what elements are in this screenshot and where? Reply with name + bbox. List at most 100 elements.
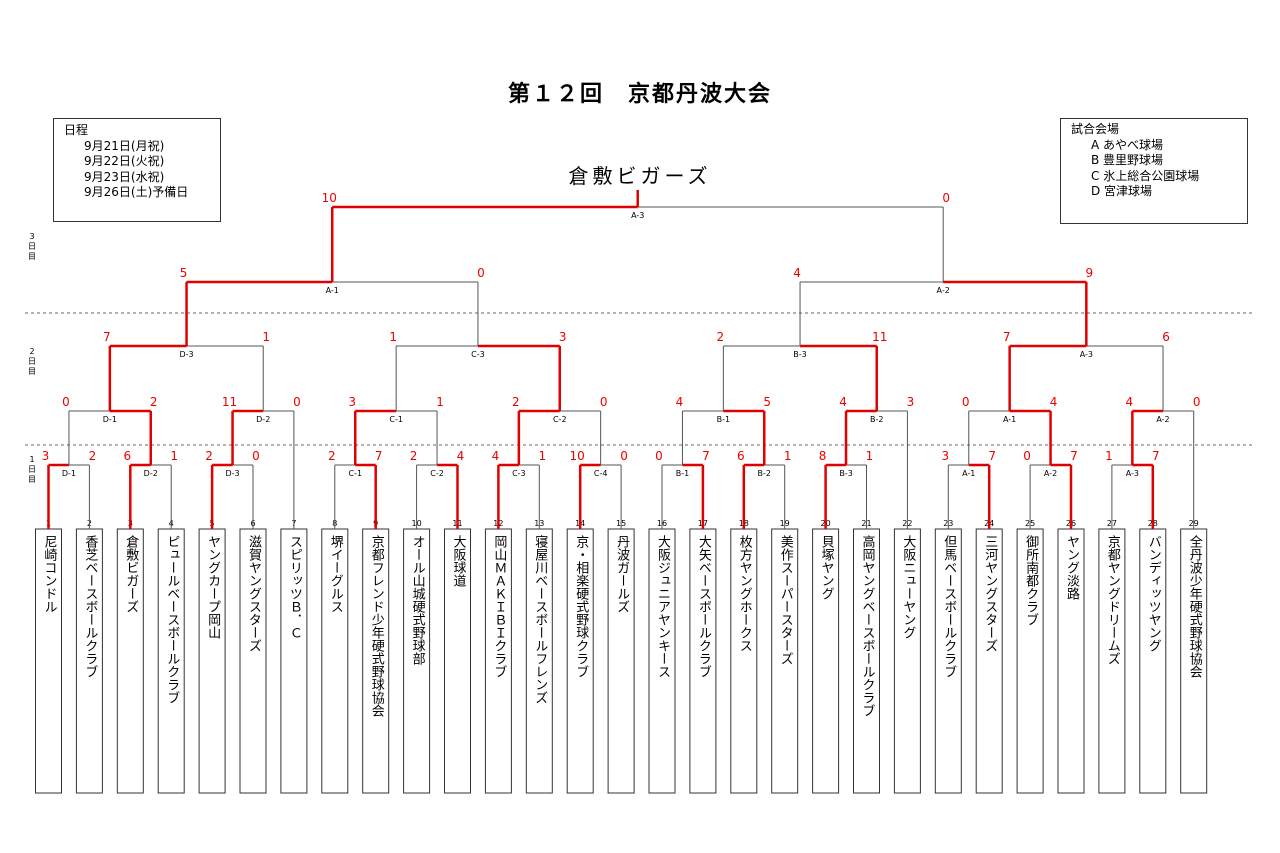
match-label: A-1: [326, 286, 339, 295]
score-right: 2: [150, 395, 158, 409]
match-label: A-3: [1126, 469, 1139, 478]
day-label-1: 1日目: [28, 455, 36, 484]
score-right: 1: [784, 449, 792, 463]
match-label: B-2: [758, 469, 771, 478]
score-left: 2: [205, 449, 213, 463]
match-label: A-2: [1156, 415, 1169, 424]
team-box: [403, 528, 431, 794]
team-name: 岡山ＭＡＫＩＢＩクラブ: [491, 535, 506, 678]
team-name: 寝屋川ベースボールフレンズ: [532, 534, 548, 704]
team-box: [689, 528, 717, 794]
match-label: C-1: [348, 469, 362, 478]
match-label: C-3: [471, 350, 485, 359]
match-label: B-3: [839, 469, 852, 478]
score-left: 6: [737, 449, 745, 463]
score-left: 10: [322, 191, 337, 205]
team-name: 但馬ベースボールクラブ: [941, 535, 957, 678]
score-left: 2: [410, 449, 418, 463]
match-label: A-3: [631, 211, 644, 220]
team-name: 大阪ジュニアヤンキース: [655, 535, 671, 678]
match-label: C-1: [389, 415, 403, 424]
venue-heading: 試合会場: [1071, 122, 1120, 136]
team-name: 倉敷ビガーズ: [123, 535, 139, 613]
match-label: D-1: [103, 415, 117, 424]
score-left: 3: [941, 449, 949, 463]
score-right: 0: [942, 191, 950, 205]
match-label: C-3: [512, 469, 526, 478]
team-name: 大阪ニューヤング: [900, 535, 916, 639]
team-box: [771, 528, 799, 794]
score-left: 7: [103, 330, 111, 344]
team-box: [362, 528, 390, 794]
team-name: 枚方ヤングホークス: [737, 535, 753, 652]
team-name: スピリッツＢ．Ｃ: [287, 535, 302, 639]
score-right: 1: [436, 395, 444, 409]
score-right: 7: [988, 449, 996, 463]
score-right: 3: [559, 330, 567, 344]
match-label: A-1: [962, 469, 975, 478]
match-label: C-4: [594, 469, 608, 478]
score-left: 2: [328, 449, 336, 463]
team-name: 京都フレンド少年硬式野球協会: [369, 535, 385, 717]
team-box: [1139, 528, 1167, 794]
team-name: 美作スーパースターズ: [778, 535, 794, 665]
match-label: D-3: [179, 350, 193, 359]
team-name: 京都ヤングドリームズ: [1105, 535, 1121, 665]
team-name: 貝塚ヤング: [819, 535, 835, 600]
venue-item: C 氷上総合公園球場: [1091, 168, 1200, 183]
score-right: 1: [538, 449, 546, 463]
team-name: 大矢ベースボールクラブ: [696, 535, 712, 678]
team-box: [566, 528, 594, 794]
score-right: 0: [600, 395, 608, 409]
team-box: [934, 528, 962, 794]
team-box: [280, 528, 308, 794]
score-right: 0: [252, 449, 260, 463]
score-left: 4: [676, 395, 684, 409]
score-left: 11: [222, 395, 237, 409]
match-label: D-2: [256, 415, 270, 424]
score-right: 0: [620, 449, 628, 463]
match-label: D-1: [62, 469, 76, 478]
schedule-date: 9月22日(火祝): [84, 154, 165, 168]
score-left: 3: [42, 449, 50, 463]
page-title: 第１２回 京都丹波大会: [507, 82, 772, 107]
score-left: 0: [62, 395, 70, 409]
team-name: ピュールベースボールクラブ: [164, 535, 180, 704]
score-right: 3: [907, 395, 915, 409]
team-name: 大阪球道: [451, 535, 467, 587]
match-label: A-2: [937, 286, 950, 295]
team-name: 御所南都クラブ: [1023, 535, 1039, 626]
team-name: ヤング淡路: [1064, 535, 1080, 600]
team-name: ヤングカープ岡山: [205, 535, 221, 639]
score-right: 1: [262, 330, 270, 344]
champion-name: 倉敷ビガーズ: [568, 164, 712, 188]
score-right: 1: [866, 449, 874, 463]
score-right: 6: [1162, 330, 1170, 344]
score-right: 7: [1152, 449, 1160, 463]
day-label-3: 3日目: [28, 232, 36, 261]
venue-item: A あやべ球場: [1091, 137, 1164, 152]
schedule-heading: 日程: [64, 123, 89, 137]
match-label: B-3: [793, 350, 806, 359]
team-name: オール山城硬式野球部: [410, 535, 426, 665]
score-left: 0: [655, 449, 663, 463]
team-name: 香芝ベースボールクラブ: [82, 535, 98, 678]
score-left: 1: [389, 330, 397, 344]
score-right: 2: [89, 449, 97, 463]
team-name: 全丹波少年硬式野球協会: [1187, 534, 1203, 678]
match-label: B-1: [717, 415, 730, 424]
team-box: [239, 528, 267, 794]
team-box: [1098, 528, 1126, 794]
team-box: [1057, 528, 1085, 794]
match-label: B-2: [870, 415, 883, 424]
venue-item: B 豊里野球場: [1091, 153, 1164, 167]
score-right: 4: [1050, 395, 1058, 409]
score-right: 9: [1086, 266, 1094, 280]
score-left: 7: [1003, 330, 1011, 344]
team-box: [444, 528, 471, 794]
team-box: [116, 528, 144, 794]
match-label: A-3: [1080, 350, 1093, 359]
team-box: [484, 528, 512, 794]
match-label: A-1: [1003, 415, 1016, 424]
